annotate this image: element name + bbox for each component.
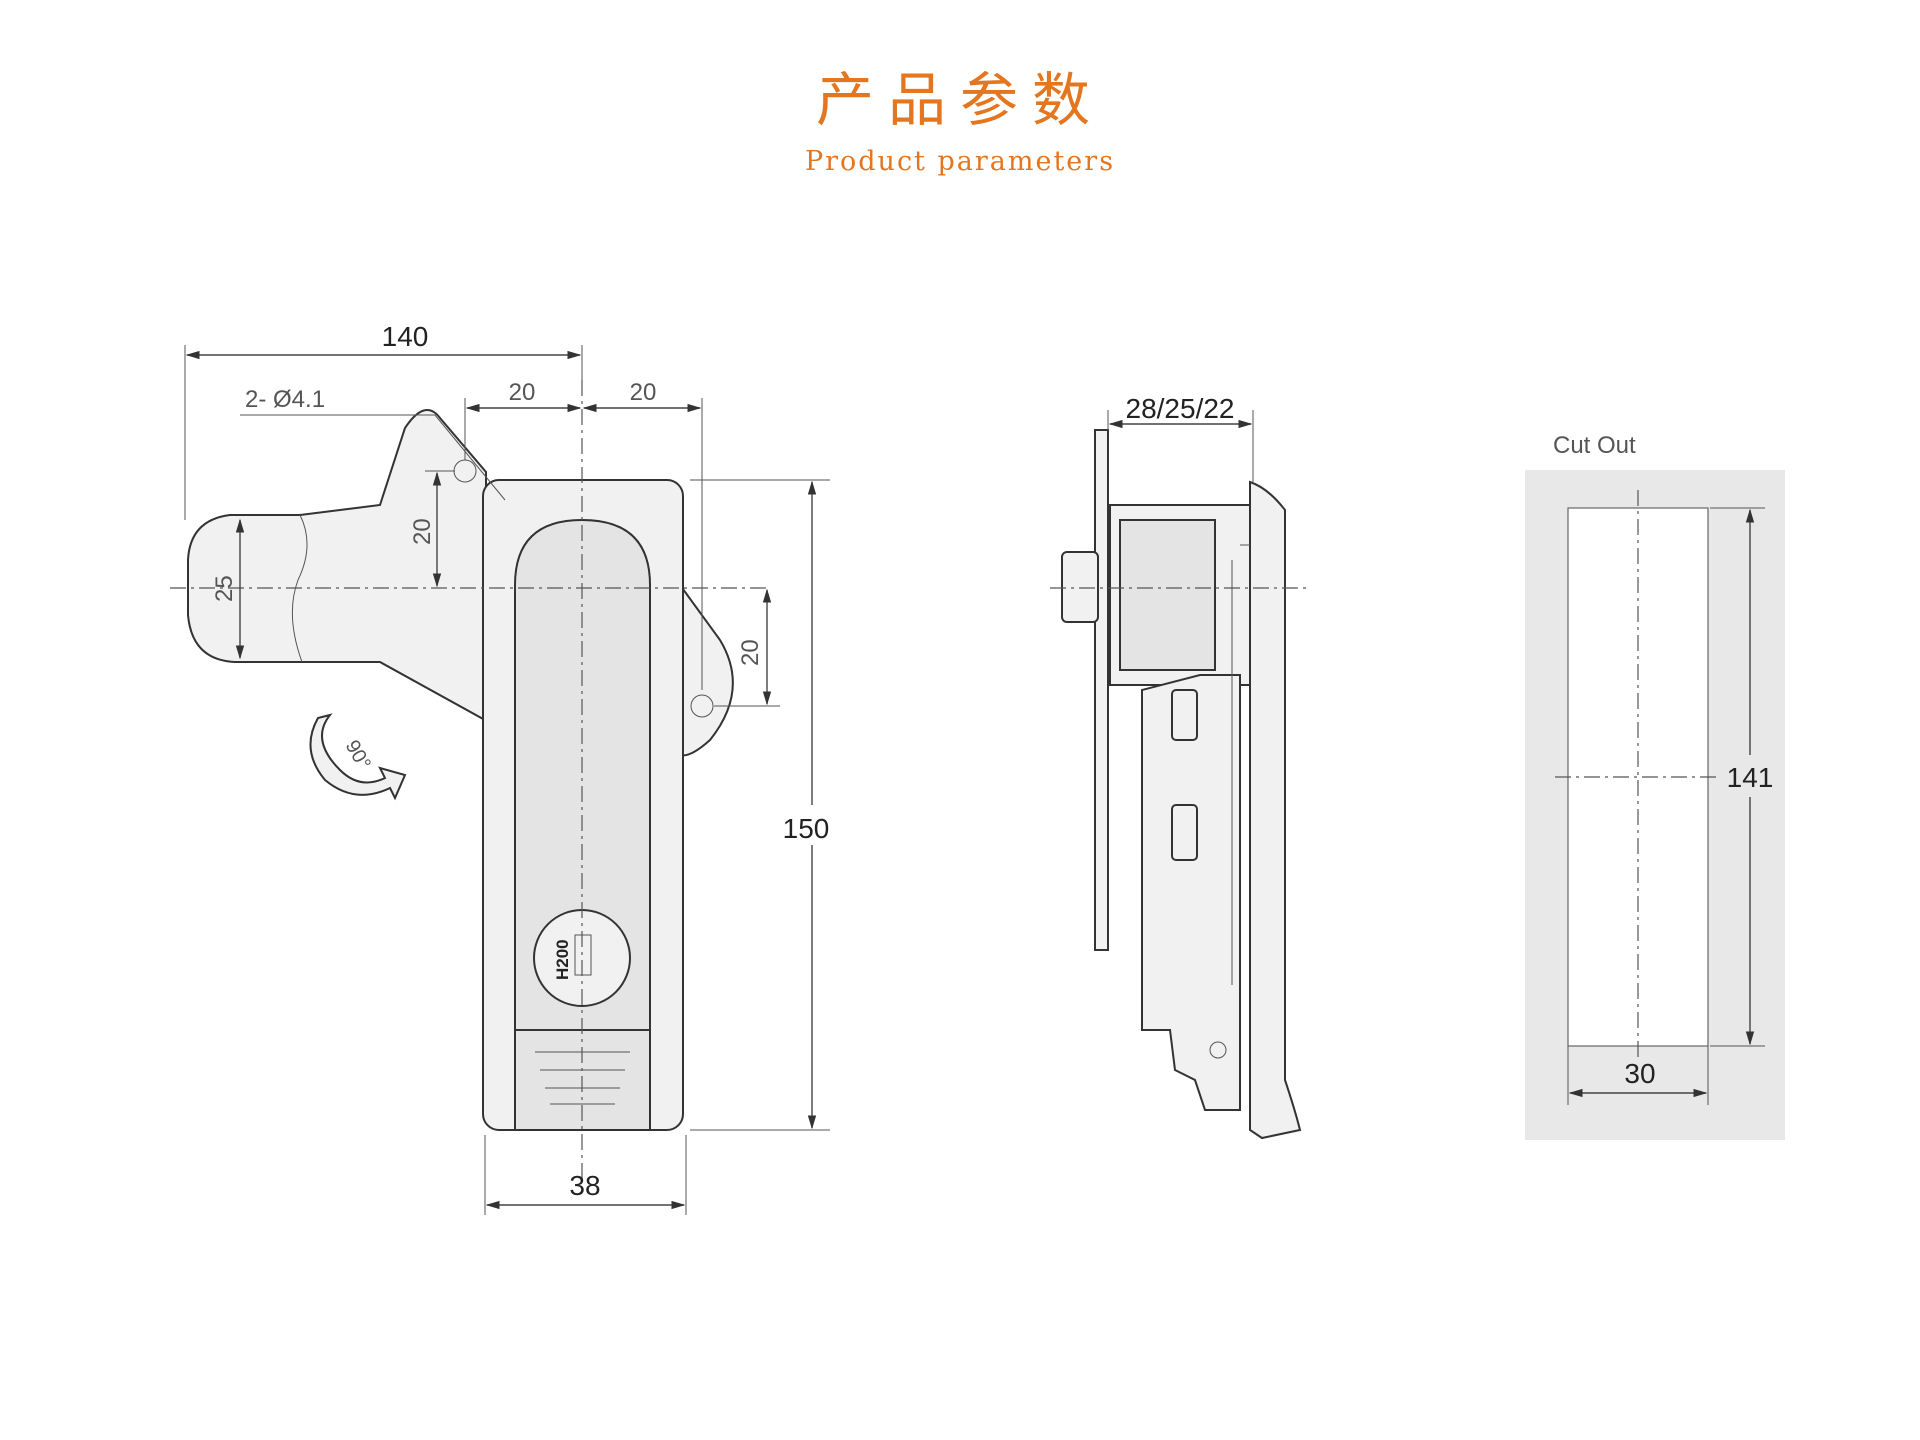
dim-offset-left: 20 [509,379,536,406]
boss-lower [1171,804,1198,861]
side-hole [1209,1041,1227,1059]
mount-hole-right [690,694,714,718]
page-subtitle: Product parameters [804,146,1116,177]
dim-hole-label: 2- Ø4.1 [245,386,325,413]
side-face [1249,480,1302,1140]
rotation-label: 90° [341,737,375,774]
dim-overall-width: 140 [382,321,429,352]
nut [1061,551,1099,623]
mounting-ear-right [679,581,734,757]
mounting-plate [1094,429,1109,951]
header: 产品参数 Product parameters [0,64,1920,177]
rotation-arrow-icon [309,713,407,801]
boss-upper [1171,689,1198,741]
cutout-dim-width: 30 [1624,1058,1655,1089]
break-line [291,514,308,663]
side-housing-inner [1119,519,1216,671]
dim-body-width: 38 [569,1170,600,1201]
handle-tongue [187,409,487,722]
cutout-dim-height: 141 [1727,762,1774,793]
dim-hole-vertical-right: 20 [737,639,764,666]
lock-label: H200 [553,939,572,980]
key-slot [574,934,592,976]
cutout-title: Cut Out [1553,432,1636,459]
dim-offset-right: 20 [630,379,657,406]
side-view: 28/25/22 [1050,393,1310,1140]
dim-tongue: 25 [211,575,238,602]
dim-hole-vertical-top: 20 [409,518,436,545]
side-housing-lower [1141,674,1241,1111]
cutout-view: Cut Out 141 30 [1525,432,1785,1140]
leader-hole [240,414,506,501]
dim-depth: 28/25/22 [1126,393,1235,424]
page-title: 产品参数 [815,66,1104,134]
front-view: H200 140 20 20 2- Ø4.1 20 25 20 [170,321,850,1215]
dim-height: 150 [783,813,830,844]
